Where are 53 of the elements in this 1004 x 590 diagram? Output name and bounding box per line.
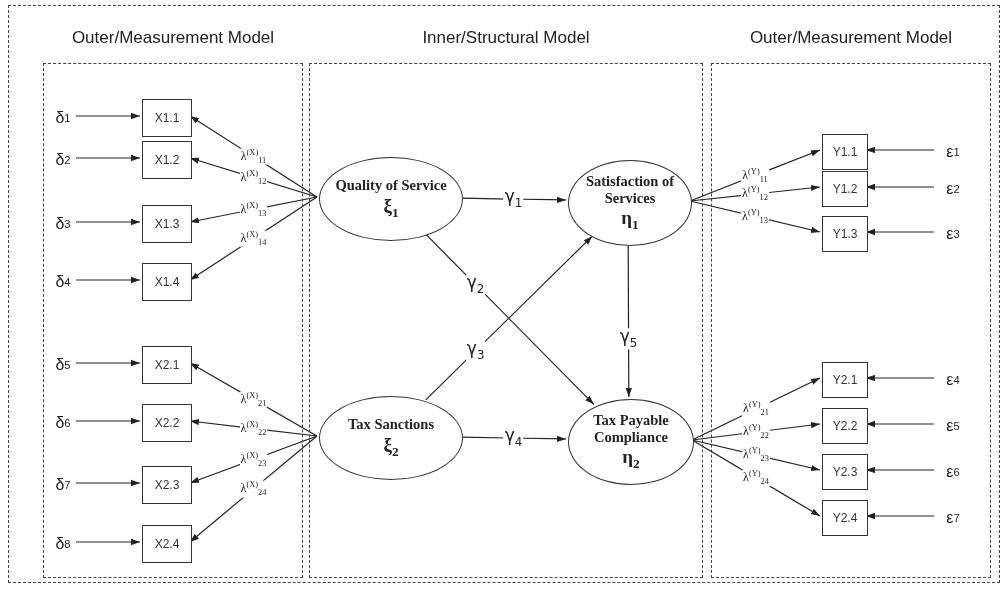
indicator-label: Y2.4 bbox=[832, 511, 858, 525]
indicator-box bbox=[822, 408, 868, 444]
indicator-label: Y2.2 bbox=[832, 419, 858, 433]
arrow bbox=[75, 276, 141, 284]
construct-symbol: η$_{1}$ bbox=[621, 208, 639, 233]
indicator-box bbox=[142, 99, 192, 137]
indicator-label: X1.1 bbox=[154, 111, 180, 125]
indicator-label: Y2.3 bbox=[832, 465, 858, 479]
construct-symbol: η$_{2}$ bbox=[622, 447, 640, 472]
indicator-label: X1.4 bbox=[154, 275, 180, 289]
construct-name: Tax Sanctions bbox=[347, 416, 435, 434]
indicator-label: X2.2 bbox=[154, 416, 180, 430]
indicator-box bbox=[142, 466, 192, 504]
indicator-label: Y1.2 bbox=[832, 182, 858, 196]
edge-label: γ$_{2}$ bbox=[465, 274, 486, 296]
indicator-label: Y1.1 bbox=[832, 145, 858, 159]
construct-name: Satisfaction of Services bbox=[584, 173, 676, 207]
indicator-box bbox=[822, 454, 868, 490]
indicator-box bbox=[822, 134, 868, 170]
indicator-label: X2.4 bbox=[154, 537, 180, 551]
construct-symbol: ξ$_{1}$ bbox=[383, 196, 399, 221]
construct-symbol: ξ$_{2}$ bbox=[383, 435, 399, 460]
indicator-box bbox=[822, 500, 868, 536]
indicator-box bbox=[142, 141, 192, 179]
indicator-box bbox=[822, 362, 868, 398]
panel-heading: Inner/Structural Model bbox=[421, 28, 591, 48]
indicator-box bbox=[142, 404, 192, 442]
arrow bbox=[75, 154, 141, 162]
construct-name: Tax Payable Compliance bbox=[592, 412, 670, 446]
dashed-frame bbox=[8, 5, 1000, 583]
arrow bbox=[75, 417, 141, 425]
indicator-box bbox=[142, 346, 192, 384]
panel-heading: Outer/Measurement Model bbox=[748, 28, 954, 48]
arrow bbox=[75, 359, 141, 367]
panel-heading: Outer/Measurement Model bbox=[70, 28, 276, 48]
arrow bbox=[75, 218, 141, 226]
arrow bbox=[75, 479, 141, 487]
arrow bbox=[75, 112, 141, 120]
indicator-label: X2.1 bbox=[154, 358, 180, 372]
indicator-box bbox=[142, 205, 192, 243]
indicator-label: Y1.3 bbox=[832, 227, 858, 241]
edge-label: γ$_{3}$ bbox=[465, 340, 486, 362]
edge-label: γ$_{5}$ bbox=[618, 328, 639, 350]
indicator-label: X2.3 bbox=[154, 478, 180, 492]
indicator-box bbox=[822, 216, 868, 252]
indicator-label: X1.3 bbox=[154, 217, 180, 231]
indicator-label: X1.2 bbox=[154, 153, 180, 167]
indicator-box bbox=[142, 525, 192, 563]
construct-name: Quality of Service bbox=[335, 177, 447, 195]
indicator-label: Y2.1 bbox=[832, 373, 858, 387]
indicator-box bbox=[822, 171, 868, 207]
indicator-box bbox=[142, 263, 192, 301]
arrow bbox=[75, 538, 141, 546]
